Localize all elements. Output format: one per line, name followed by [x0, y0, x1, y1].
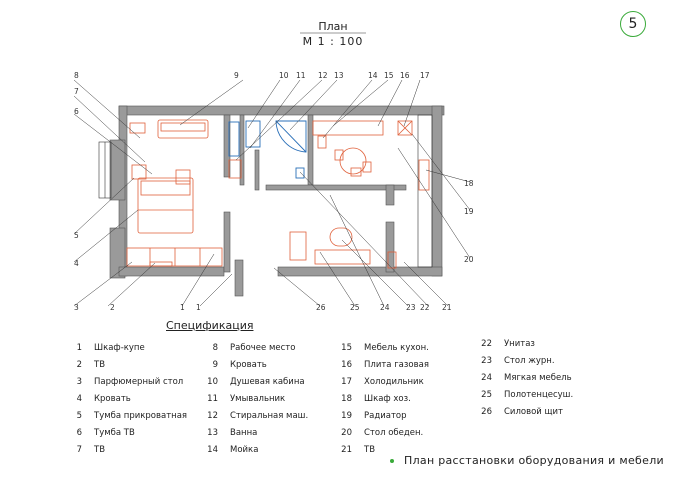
living-room [289, 159, 430, 269]
callout-label: 7 [74, 87, 79, 96]
callout-label: 25 [350, 303, 360, 312]
callout-label: 24 [380, 303, 390, 312]
callout-label: 15 [384, 71, 394, 80]
callout-label: 1 [196, 303, 201, 312]
callout-label: 17 [420, 71, 430, 80]
callout-label: 13 [334, 71, 344, 80]
page-number-badge: 5 [620, 11, 646, 37]
callout-label: 11 [296, 71, 306, 80]
callout-label: 18 [464, 179, 474, 188]
kitchen [312, 120, 413, 177]
plan-title: План [318, 20, 348, 33]
callout-label: 5 [74, 231, 79, 240]
plan-caption: План расстановки оборудования и мебели [390, 454, 664, 467]
callout-labels: 1 2 3 4 5 6 7 8 9 10 11 12 13 14 15 16 1… [74, 71, 474, 312]
bedroom-furniture [126, 119, 223, 267]
callout-leaders [73, 79, 471, 307]
walls [109, 105, 445, 297]
callout-label: 20 [464, 255, 474, 264]
callout-label: 16 [400, 71, 410, 80]
caption-bullet-icon [390, 459, 394, 463]
callout-label: 1 [180, 303, 185, 312]
callout-label: 3 [74, 303, 79, 312]
callout-label: 4 [74, 259, 79, 268]
callout-label: 8 [74, 71, 79, 80]
callout-label: 23 [406, 303, 416, 312]
caption-text: План расстановки оборудования и мебели [404, 454, 664, 467]
callout-label: 2 [110, 303, 115, 312]
callout-label: 6 [74, 107, 79, 116]
callout-label: 14 [368, 71, 378, 80]
window-frames [98, 114, 433, 268]
callout-label: 12 [318, 71, 328, 80]
specification-title: Спецификация [166, 319, 254, 332]
callout-label: 19 [464, 207, 474, 216]
callout-label: 10 [279, 71, 289, 80]
plan-scale: М 1 : 100 [302, 35, 364, 48]
callout-label: 9 [234, 71, 239, 80]
callout-label: 21 [442, 303, 452, 312]
callout-label: 22 [420, 303, 430, 312]
callout-label: 26 [316, 303, 326, 312]
